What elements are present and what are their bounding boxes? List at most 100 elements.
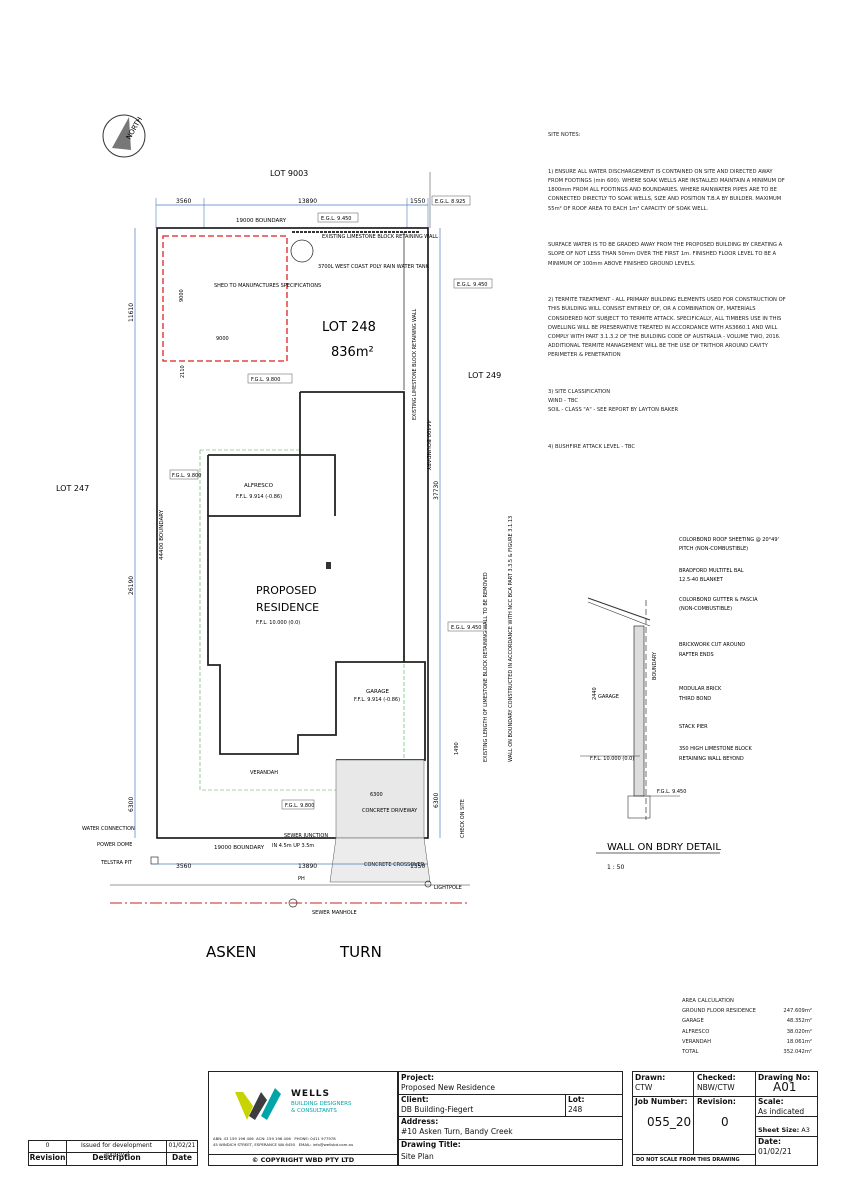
dim-top-mid: 13890 xyxy=(298,198,317,205)
dim-driveway: 6300 xyxy=(370,792,383,798)
tank-label: 3700L WEST COAST POLY RAIN WATER TANK xyxy=(318,264,430,270)
company-sub-1: BUILDING DESIGNERS xyxy=(291,1101,352,1107)
address-value: #10 Asken Turn, Bandy Creek xyxy=(401,1127,513,1136)
site-plan: NORTH LOT 9003 LOT 249 LOT 247 3560 1389… xyxy=(56,114,779,961)
project-value: Proposed New Residence xyxy=(401,1083,496,1092)
checked-value: NBW/CTW xyxy=(697,1083,735,1092)
note-2: 2) TERMITE TREATMENT - ALL PRIMARY BUILD… xyxy=(548,297,786,359)
lot-label: Lot: xyxy=(568,1095,585,1104)
revision-label: Revision: xyxy=(697,1097,736,1106)
detail-height: 2440 xyxy=(592,687,598,700)
project-label: Project: xyxy=(401,1073,435,1082)
telstra-pit-icon xyxy=(150,856,159,865)
date-header: Date xyxy=(172,1153,192,1162)
copyright: © COPYRIGHT WBD PTY LTD xyxy=(209,1154,397,1166)
sheet-value: A3 xyxy=(801,1126,810,1134)
address-label: Address: xyxy=(401,1117,439,1126)
detail-title: WALL ON BDRY DETAIL xyxy=(607,842,721,853)
alfresco-label: ALFRESCO xyxy=(244,483,274,489)
revision-date: 01/02/21 xyxy=(167,1141,197,1153)
area-heading: AREA CALCULATION xyxy=(682,998,734,1004)
revision-table: 0 Issued for development approval 01/02/… xyxy=(28,1140,198,1166)
left-boundary-label: 44400 BOUNDARY xyxy=(159,509,165,560)
egl-right-mid: E.G.L. 9.450 xyxy=(451,625,482,631)
drawing-title-label: Drawing Title: xyxy=(401,1140,461,1149)
dim-left-lower: 6300 xyxy=(128,797,135,812)
verandah-label: VERANDAH xyxy=(250,770,278,776)
date-value: 01/02/21 xyxy=(758,1147,792,1156)
lightpole-label: LIGHTPOLE xyxy=(434,885,462,891)
company-block: WELLS BUILDING DESIGNERS & CONSULTANTS A… xyxy=(208,1071,398,1166)
detail-boundary: BOUNDARY xyxy=(652,651,658,680)
dim-right-mid: 37730 xyxy=(433,481,440,500)
egl-top: E.G.L. 9.450 xyxy=(321,216,352,222)
job-label: Job Number: xyxy=(635,1097,688,1106)
dim-top-right: 1550 xyxy=(410,198,425,205)
retaining-wall-top: EXISTING LIMESTONE BLOCK RETAINING WALL xyxy=(322,234,438,240)
garage-ffl: F.F.L. 9.914 (-0.86) xyxy=(354,697,400,703)
wall-detail: WALL ON BDRY DETAIL 1 : 50 COLORBOND ROO… xyxy=(580,537,779,871)
detail-limestone-2: RETAINING WALL BEYOND xyxy=(679,756,744,762)
note-3: 3) SITE CLASSIFICATION WIND - TBC SOIL -… xyxy=(548,389,679,414)
detail-brickwork-2: RAFTER ENDS xyxy=(679,652,714,658)
water-conn-label: WATER CONNECTION xyxy=(82,826,135,832)
lot-name: LOT 248 xyxy=(322,320,376,335)
sewer-junction-dims: IN 4.5m UP 3.5m xyxy=(272,843,314,849)
detail-scale: 1 : 50 xyxy=(607,864,624,871)
ph-label: PH xyxy=(298,876,305,882)
detail-roof: COLORBOND ROOF SHEETING @ 20°49' xyxy=(679,537,779,543)
house-outline xyxy=(207,391,426,761)
detail-blanket: BRADFORD MULTITEL BAL xyxy=(679,568,744,574)
revision-value: 0 xyxy=(29,1141,67,1153)
date-label: Date: xyxy=(758,1137,781,1146)
dim-bottom-mid: 13890 xyxy=(298,863,317,870)
job-value: 055_20 xyxy=(647,1115,692,1129)
fgl-bottom: F.G.L. 9.800 xyxy=(285,803,314,809)
detail-blanket-2: 12.5-40 BLANKET xyxy=(679,577,724,583)
scale-value: As indicated xyxy=(758,1107,805,1116)
fgl-mid: F.G.L. 9.800 xyxy=(251,377,280,383)
sewer-manhole-icon xyxy=(288,898,298,908)
revision-desc: Issued for development approval xyxy=(67,1141,167,1158)
detail-gutter-2: (NON-COMBUSTIBLE) xyxy=(679,606,732,612)
north-arrow-icon: NORTH xyxy=(102,114,146,158)
lot-north-label: LOT 9003 xyxy=(270,169,308,178)
checked-label: Checked: xyxy=(697,1073,736,1082)
wall-note-2: WALL ON BOUNDARY CONSTRUCTED IN ACCORDAN… xyxy=(508,516,514,762)
dim-shed-w: 9000 xyxy=(216,336,229,342)
project-block: Project: Proposed New Residence Client: … xyxy=(398,1071,623,1166)
street-name-2: TURN xyxy=(339,943,382,961)
dim-bottom-left: 3560 xyxy=(176,863,191,870)
no-scale-note: DO NOT SCALE FROM THIS DRAWING xyxy=(636,1157,740,1163)
detail-brick: MODULAR BRICK xyxy=(679,686,722,692)
top-boundary-label: 19000 BOUNDARY xyxy=(236,218,287,224)
drawn-label: Drawn: xyxy=(635,1073,666,1082)
dim-right-lower: 6300 xyxy=(433,793,440,808)
dim-left-mid: 26190 xyxy=(128,576,135,595)
lot-value: 248 xyxy=(568,1105,583,1114)
retaining-wall-right: EXISTING LIMESTONE BLOCK RETAINING WALL xyxy=(412,308,418,420)
crossover xyxy=(329,837,431,883)
dim-left-upper: 11610 xyxy=(128,303,135,322)
client-label: Client: xyxy=(401,1095,429,1104)
desc-header: Description xyxy=(67,1153,167,1165)
check-on-site: CHECK ON SITE xyxy=(460,799,466,838)
lot-boundary xyxy=(156,227,429,839)
driveway-label: CONCRETE DRIVEWAY xyxy=(362,808,418,814)
egl-right-top: E.G.L. 9.450 xyxy=(457,282,488,288)
egl-top-right: E.G.L. 8.925 xyxy=(435,199,466,205)
note-1b: SURFACE WATER IS TO BE GRADED AWAY FROM … xyxy=(548,242,783,267)
shed-label: SHED TO MANUFACTURES SPECIFICATIONS xyxy=(214,283,321,289)
dim-top-left: 3560 xyxy=(176,198,191,205)
scale-label: Scale: xyxy=(758,1097,784,1106)
detail-pier: STACK PIER xyxy=(679,724,708,730)
rev-header: Revision xyxy=(29,1153,67,1165)
notes-heading: SITE NOTES: xyxy=(548,132,581,139)
dim-bottom-right: 1550 xyxy=(410,863,425,870)
drawn-value: CTW xyxy=(635,1083,653,1092)
residence-ffl: F.F.L. 10.000 (0.0) xyxy=(256,620,300,626)
detail-fgl: F.G.L. 9.450 xyxy=(657,789,686,795)
